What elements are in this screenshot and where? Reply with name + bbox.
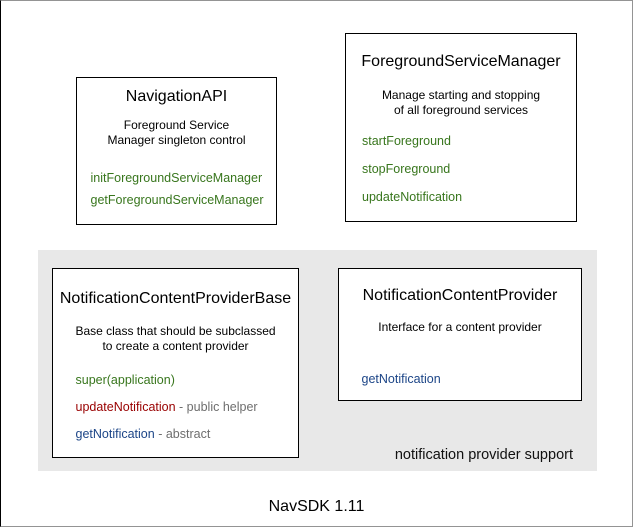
class-title: NotificationContentProviderBase <box>59 290 292 307</box>
class-subtitle: Manage starting and stopping of all fore… <box>346 88 576 118</box>
method-annotation: - public helper <box>175 400 258 414</box>
method-stop-foreground: stopForeground <box>362 162 451 176</box>
class-subtitle: Foreground Service Manager singleton con… <box>77 118 276 148</box>
subtitle-line: Foreground Service <box>123 118 230 132</box>
class-subtitle: Interface for a content provider <box>339 320 581 335</box>
subtitle-line: Interface for a content provider <box>378 320 542 334</box>
subtitle-line: Manager singleton control <box>107 133 246 147</box>
class-subtitle: Base class that should be subclassed to … <box>53 324 298 354</box>
subtitle-line: Manage starting and stopping <box>381 88 541 102</box>
method-super-application: super(application) <box>75 373 175 387</box>
method-list: startForeground stopForeground updateNot… <box>362 133 576 205</box>
class-box-foreground-service-manager: ForegroundServiceManager Manage starting… <box>345 33 577 222</box>
subtitle-line: to create a content provider <box>102 339 249 353</box>
subtitle-line: Base class that should be subclassed <box>75 324 276 338</box>
method-init-foreground-service-manager: initForegroundServiceManager <box>90 171 263 185</box>
method-list: super(application) updateNotification - … <box>76 372 299 442</box>
method-list: initForegroundServiceManager getForegrou… <box>91 170 277 208</box>
method-name: getNotification <box>75 427 155 441</box>
method-list: getNotification <box>362 371 582 387</box>
class-box-notification-content-provider-base: NotificationContentProviderBase Base cla… <box>52 268 299 458</box>
class-title: NotificationContentProvider <box>362 287 558 304</box>
method-get-notification: getNotification - abstract <box>76 426 299 442</box>
panel-caption: notification provider support <box>394 447 573 463</box>
method-name: updateNotification <box>75 400 176 414</box>
method-get-notification: getNotification <box>361 372 441 386</box>
method-update-notification: updateNotification - public helper <box>76 399 299 415</box>
subtitle-line: of all foreground services <box>393 103 529 117</box>
method-start-foreground: startForeground <box>362 134 451 148</box>
class-title: NavigationAPI <box>125 88 228 105</box>
class-box-notification-content-provider: NotificationContentProvider Interface fo… <box>338 268 582 401</box>
class-box-navigation-api: NavigationAPI Foreground Service Manager… <box>76 77 277 225</box>
method-get-foreground-service-manager: getForegroundServiceManager <box>90 193 264 207</box>
class-title: ForegroundServiceManager <box>361 53 561 70</box>
method-update-notification: updateNotification <box>362 190 463 204</box>
sdk-version-label: NavSDK 1.11 <box>268 498 365 515</box>
method-annotation: - abstract <box>154 427 211 441</box>
